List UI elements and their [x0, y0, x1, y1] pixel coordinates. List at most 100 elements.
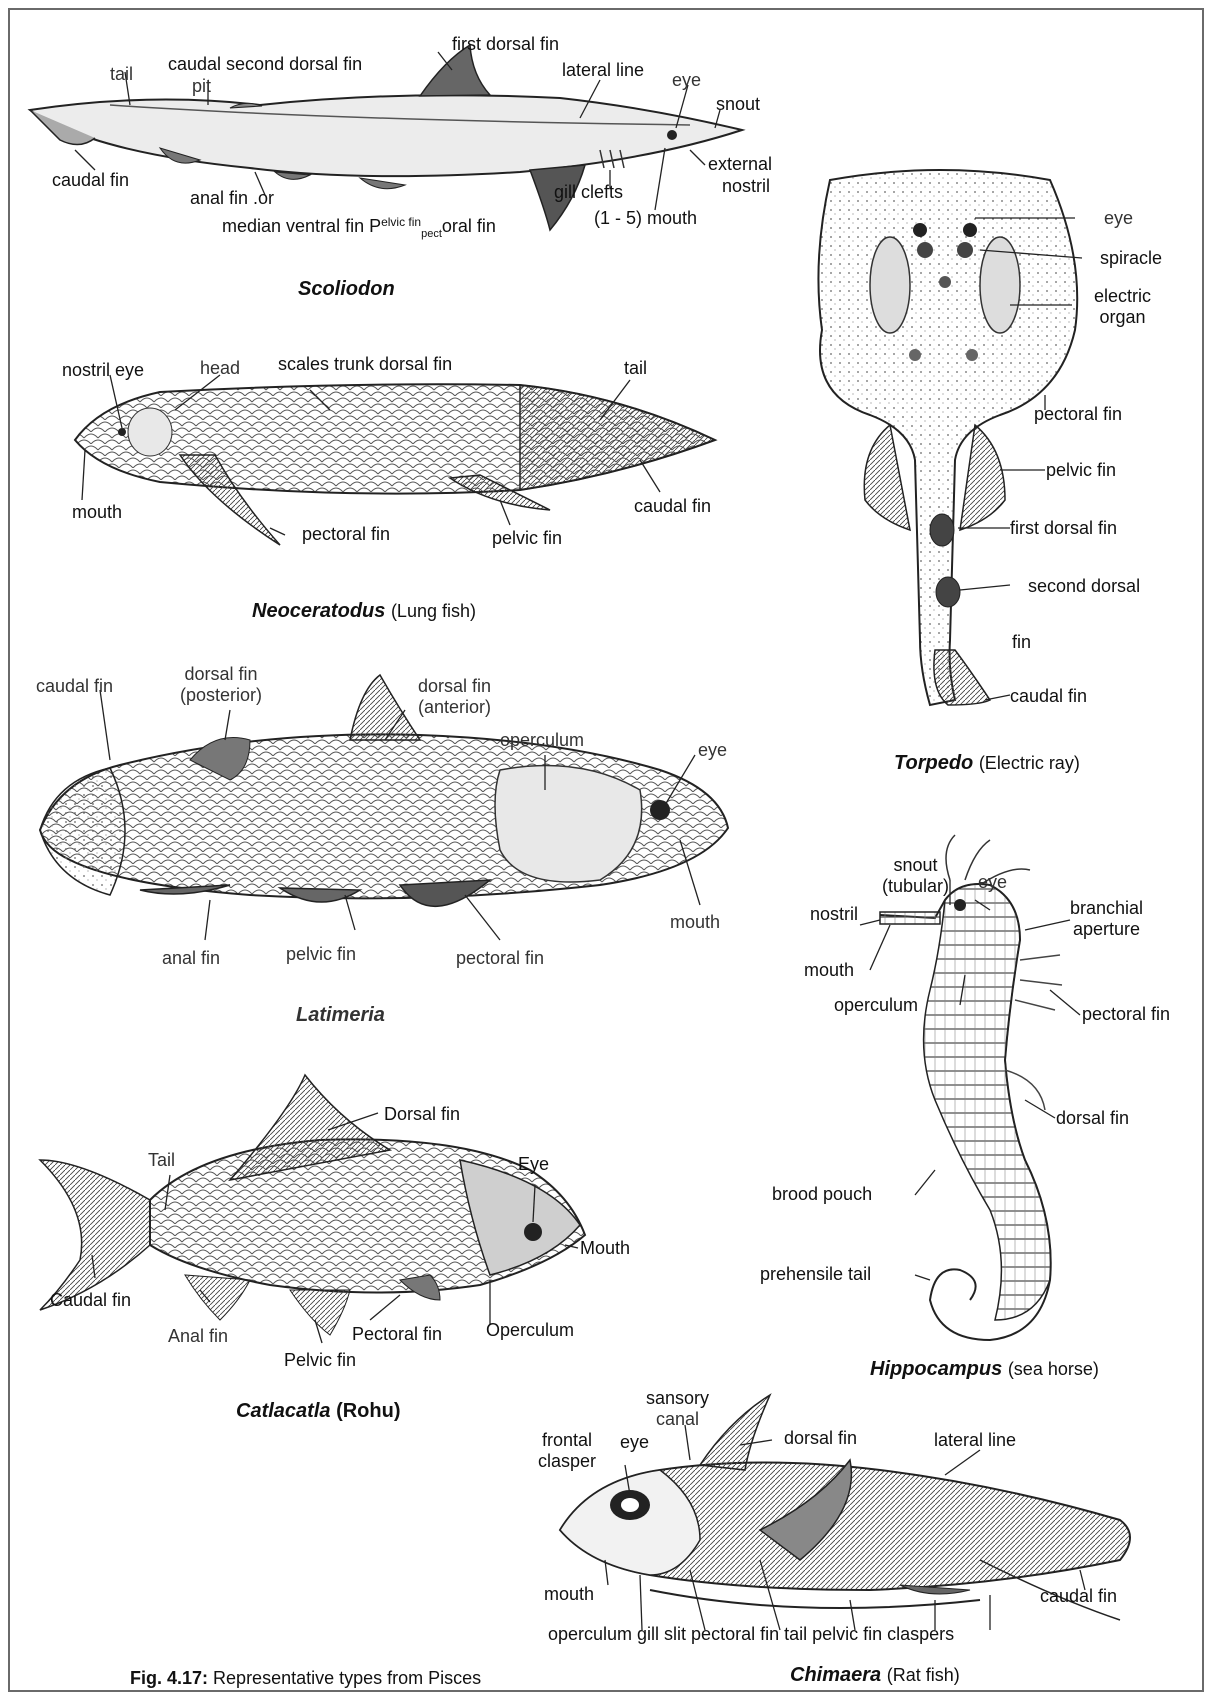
- frontal-clasper-line-1: frontal: [542, 1430, 592, 1450]
- chimaera-label-mouth: mouth: [544, 1584, 594, 1605]
- sansory-line-1: sansory: [646, 1388, 709, 1408]
- branchial-line-1: branchial: [1070, 898, 1143, 918]
- torpedo-label-first-dorsal: first dorsal fin: [1010, 518, 1117, 539]
- torpedo-label-caudal: caudal fin: [1010, 686, 1087, 707]
- neoceratodus-title-name: Neoceratodus: [252, 600, 385, 622]
- latimeria-label-caudal: caudal fin: [36, 676, 113, 697]
- scoliodon-label-eye: eye: [672, 70, 701, 91]
- catla-label-tail: Tail: [148, 1150, 175, 1171]
- figure-caption: Fig. 4.17: Representative types from Pis…: [130, 1668, 481, 1689]
- dorsal-anterior-line-1: dorsal fin: [418, 676, 491, 696]
- chimaera-title-suffix: (Rat fish): [887, 1665, 960, 1685]
- scoliodon-label-pit: pit: [192, 76, 211, 97]
- torpedo-drawing: [818, 170, 1077, 705]
- neoceratodus-label-caudal: caudal fin: [634, 496, 711, 517]
- chimaera-label-caudal: caudal fin: [1040, 1586, 1117, 1607]
- catla-title: Catlacatla (Rohu): [236, 1400, 400, 1423]
- electric-organ-line-2: organ: [1099, 307, 1145, 327]
- hippocampus-label-dorsal: dorsal fin: [1056, 1108, 1129, 1129]
- catla-label-eye: Eye: [518, 1154, 549, 1175]
- catla-label-dorsal: Dorsal fin: [384, 1104, 460, 1125]
- torpedo-title-suffix: (Electric ray): [979, 753, 1080, 773]
- neoceratodus-title: Neoceratodus (Lung fish): [252, 600, 476, 623]
- scoliodon-label-caudal-second-dorsal: caudal second dorsal fin: [168, 54, 362, 75]
- neoceratodus-label-head: head: [200, 358, 240, 379]
- hippocampus-label-nostril: nostril: [810, 904, 858, 925]
- catla-title-name: Catlacatla: [236, 1400, 331, 1422]
- branchial-line-2: aperture: [1073, 919, 1140, 939]
- neoceratodus-label-pelvic: pelvic fin: [492, 528, 562, 549]
- hippocampus-label-tail: prehensile tail: [760, 1264, 871, 1285]
- latimeria-label-pectoral: pectoral fin: [456, 948, 544, 969]
- torpedo-label-pectoral: pectoral fin: [1034, 404, 1122, 425]
- hippocampus-title-name: Hippocampus: [870, 1358, 1002, 1380]
- scoliodon-label-first-dorsal: first dorsal fin: [452, 34, 559, 55]
- catla-label-anal: Anal fin: [168, 1326, 228, 1347]
- latimeria-label-eye: eye: [698, 740, 727, 761]
- chimaera-title: Chimaera (Rat fish): [790, 1664, 960, 1687]
- latimeria-drawing: [40, 675, 728, 906]
- catla-label-pectoral: Pectoral fin: [352, 1324, 442, 1345]
- torpedo-title: Torpedo (Electric ray): [894, 752, 1080, 775]
- torpedo-label-pelvic: pelvic fin: [1046, 460, 1116, 481]
- scoliodon-label-snout: snout: [716, 94, 760, 115]
- hippocampus-drawing: [880, 835, 1062, 1340]
- neoceratodus-drawing: [75, 384, 715, 545]
- torpedo-label-fin: fin: [1012, 632, 1031, 653]
- scoliodon-label-gill-mouth: (1 - 5) mouth: [594, 208, 697, 229]
- electric-organ-line-1: electric: [1094, 286, 1151, 306]
- neoceratodus-label-mouth: mouth: [72, 502, 122, 523]
- scoliodon-label-lateral-line: lateral line: [562, 60, 644, 81]
- hippocampus-title: Hippocampus (sea horse): [870, 1358, 1099, 1381]
- catla-label-operculum: Operculum: [486, 1320, 574, 1341]
- scoliodon-title: Scoliodon: [298, 278, 395, 301]
- median-ventral-part-a: median ventral fin P: [222, 216, 381, 236]
- chimaera-title-name: Chimaera: [790, 1664, 881, 1686]
- scoliodon-label-anal-fin: anal fin .or: [190, 188, 274, 209]
- sansory-line-2: canal: [656, 1409, 699, 1429]
- torpedo-label-spiracle: spiracle: [1100, 248, 1162, 269]
- scoliodon-label-tail: tail: [110, 64, 133, 85]
- scoliodon-label-external: external: [708, 154, 772, 175]
- hippocampus-label-eye: eye: [978, 872, 1007, 893]
- neoceratodus-label-pectoral: pectoral fin: [302, 524, 390, 545]
- latimeria-title: Latimeria: [296, 1004, 385, 1027]
- chimaera-label-frontal-clasper: frontalclasper: [538, 1430, 596, 1471]
- neoceratodus-label-tail: tail: [624, 358, 647, 379]
- scoliodon-label-nostril: nostril: [722, 176, 770, 197]
- catla-title-suffix: (Rohu): [336, 1400, 400, 1422]
- latimeria-label-pelvic: pelvic fin: [286, 944, 356, 965]
- scoliodon-title-name: Scoliodon: [298, 278, 395, 300]
- chimaera-label-bottom-row: operculum gill slit pectoral fin tail pe…: [548, 1624, 954, 1645]
- hippocampus-label-branchial: branchialaperture: [1070, 898, 1143, 939]
- dorsal-posterior-line-1: dorsal fin: [184, 664, 257, 684]
- caption-text: Representative types from Pisces: [213, 1668, 481, 1688]
- latimeria-label-dorsal-posterior: dorsal fin(posterior): [180, 664, 262, 705]
- hippocampus-label-mouth: mouth: [804, 960, 854, 981]
- snout-line-2: (tubular): [882, 876, 949, 896]
- neoceratodus-title-suffix: (Lung fish): [391, 601, 476, 621]
- hippocampus-title-suffix: (sea horse): [1008, 1359, 1099, 1379]
- scoliodon-label-gill-clefts: gill clefts: [554, 182, 623, 203]
- neoceratodus-label-nostril-eye: nostril eye: [62, 360, 144, 381]
- latimeria-title-name: Latimeria: [296, 1004, 385, 1026]
- caption-label: Fig. 4.17:: [130, 1668, 208, 1688]
- latimeria-label-anal: anal fin: [162, 948, 220, 969]
- latimeria-label-operculum: operculum: [500, 730, 584, 751]
- latimeria-label-mouth: mouth: [670, 912, 720, 933]
- frontal-clasper-line-2: clasper: [538, 1451, 596, 1471]
- hippocampus-label-operculum: operculum: [834, 995, 918, 1016]
- median-ventral-superscript: elvic fin: [381, 215, 421, 229]
- median-ventral-part-b: oral fin: [442, 216, 496, 236]
- snout-line-1: snout: [893, 855, 937, 875]
- neoceratodus-label-scales-trunk: scales trunk dorsal fin: [278, 354, 452, 375]
- scoliodon-label-caudal-fin: caudal fin: [52, 170, 129, 191]
- hippocampus-label-snout: snout(tubular): [882, 855, 949, 896]
- latimeria-label-dorsal-anterior: dorsal fin(anterior): [418, 676, 491, 717]
- catla-label-caudal: Caudal fin: [50, 1290, 131, 1311]
- chimaera-label-dorsal: dorsal fin: [784, 1428, 857, 1449]
- chimaera-label-eye: eye: [620, 1432, 649, 1453]
- hippocampus-label-pectoral: pectoral fin: [1082, 1004, 1170, 1025]
